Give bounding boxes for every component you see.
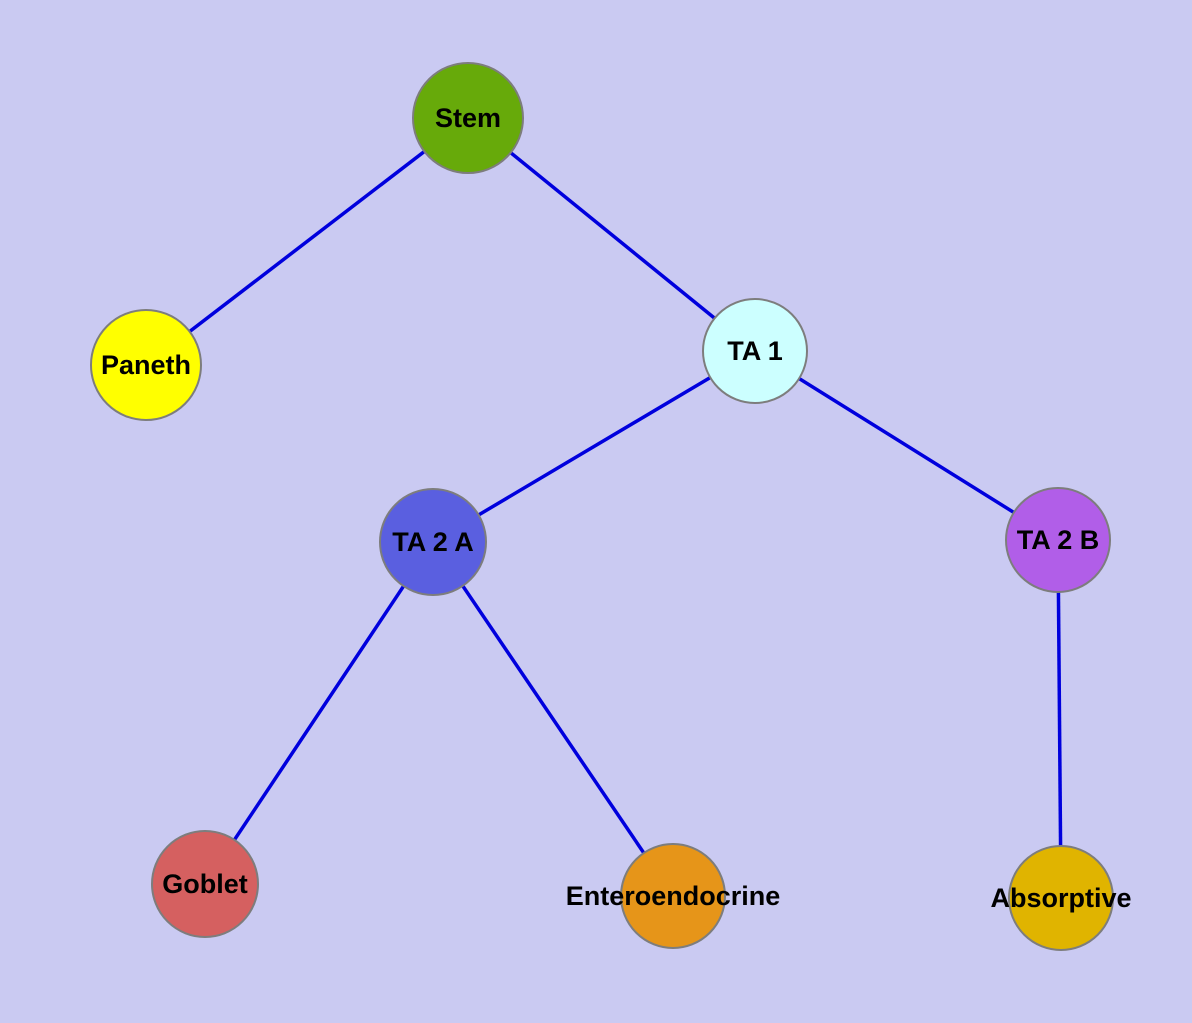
graph-node-goblet[interactable]: Goblet (151, 830, 259, 938)
graph-node-ta2b[interactable]: TA 2 B (1005, 487, 1111, 593)
edge-stem-ta1 (466, 116, 757, 353)
node-circle-stem[interactable] (412, 62, 524, 174)
edge-ta2a-enteroendocrine (431, 541, 675, 897)
graph-node-paneth[interactable]: Paneth (90, 309, 202, 421)
node-circle-goblet[interactable] (151, 830, 259, 938)
node-circle-absorptive[interactable] (1008, 845, 1114, 951)
node-circle-ta1[interactable] (702, 298, 808, 404)
edge-ta2a-goblet (203, 541, 435, 885)
graph-node-stem[interactable]: Stem (412, 62, 524, 174)
node-circle-enteroendocrine[interactable] (620, 843, 726, 949)
node-circle-ta2a[interactable] (379, 488, 487, 596)
graph-node-ta1[interactable]: TA 1 (702, 298, 808, 404)
node-circle-ta2b[interactable] (1005, 487, 1111, 593)
node-circle-paneth[interactable] (90, 309, 202, 421)
edge-ta1-ta2a (432, 349, 756, 544)
edge-ta2b-absorptive (1056, 539, 1063, 899)
edge-stem-paneth (144, 116, 470, 367)
edge-ta1-ta2b (754, 349, 1059, 542)
graph-node-ta2a[interactable]: TA 2 A (379, 488, 487, 596)
edge-layer (144, 116, 1063, 899)
